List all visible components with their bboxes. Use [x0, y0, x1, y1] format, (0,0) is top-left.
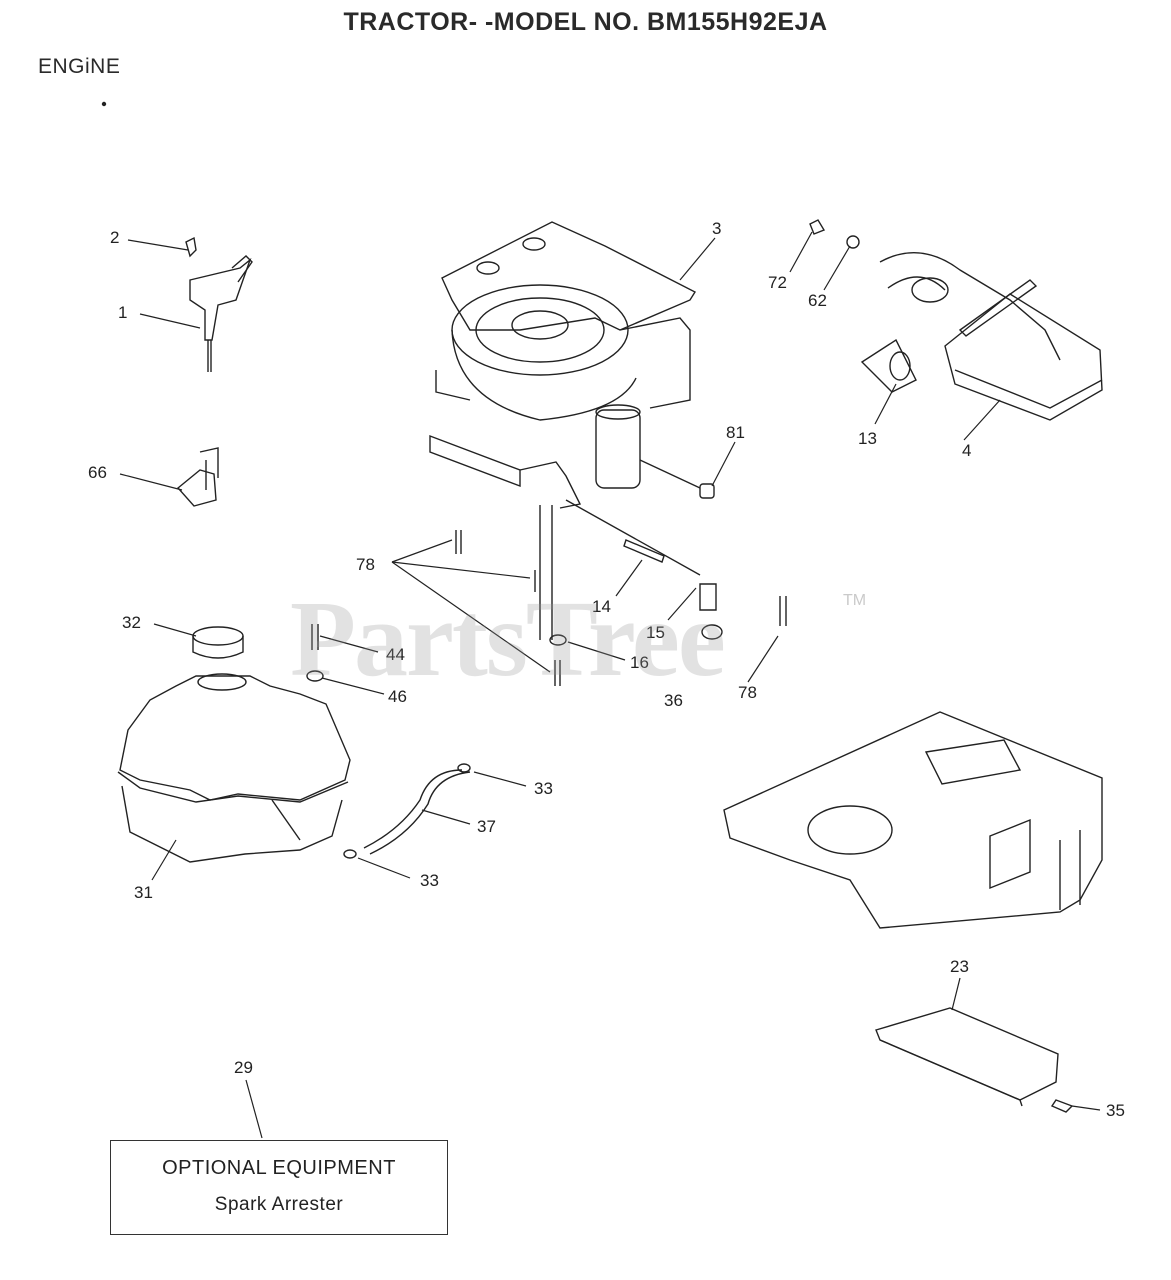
callout-44: 44	[386, 645, 405, 664]
fastener-parts	[306, 530, 787, 686]
nut-part	[699, 483, 715, 499]
diagram-title: TRACTOR- -MODEL NO. BM155H92EJA	[343, 8, 828, 36]
optional-equipment-title: OPTIONAL EQUIPMENT	[162, 1157, 396, 1179]
throttle-bracket-part	[185, 236, 253, 372]
leader-lines	[119, 231, 1101, 1139]
watermark-tm: TM	[843, 592, 867, 609]
optional-equipment-box: OPTIONAL EQUIPMENT Spark Arrester	[110, 1140, 448, 1235]
callout-32: 32	[122, 613, 141, 632]
callout-29: 29	[234, 1058, 253, 1077]
callout-3: 3	[712, 219, 721, 238]
callout-4: 4	[962, 441, 971, 460]
clip-part	[176, 447, 219, 507]
callout-13: 13	[858, 429, 877, 448]
frame-plate-part	[723, 711, 1103, 929]
callout-72: 72	[768, 273, 787, 292]
callout-33-top: 33	[534, 779, 553, 798]
callout-81: 81	[726, 423, 745, 442]
callout-31: 31	[134, 883, 153, 902]
callout-35: 35	[1106, 1101, 1125, 1120]
callout-16: 16	[630, 653, 649, 672]
dot-mark	[101, 101, 107, 107]
callout-2: 2	[110, 228, 119, 247]
callout-15: 15	[646, 623, 665, 642]
muffler-part	[809, 219, 1103, 421]
fuel-tank-part	[117, 673, 351, 863]
callout-33-bottom: 33	[420, 871, 439, 890]
fuel-hose-part	[343, 763, 471, 859]
callout-1: 1	[118, 303, 127, 322]
callout-23: 23	[950, 957, 969, 976]
callout-78-right: 78	[738, 683, 757, 702]
callout-66: 66	[88, 463, 107, 482]
cover-plate-part	[875, 1007, 1074, 1113]
callout-46: 46	[388, 687, 407, 706]
callout-62: 62	[808, 291, 827, 310]
section-label: ENGiNE	[38, 55, 121, 78]
callout-78-left: 78	[356, 555, 375, 574]
fuel-cap-part	[192, 626, 244, 659]
callout-37: 37	[477, 817, 496, 836]
callout-labels: 2 1 3 72 62 13 4 81 66 78 14 15 16 36 78…	[88, 219, 1125, 1120]
callout-36: 36	[664, 691, 683, 710]
callout-14: 14	[592, 597, 611, 616]
engine-part	[429, 221, 701, 640]
optional-equipment-item: Spark Arrester	[214, 1194, 344, 1215]
